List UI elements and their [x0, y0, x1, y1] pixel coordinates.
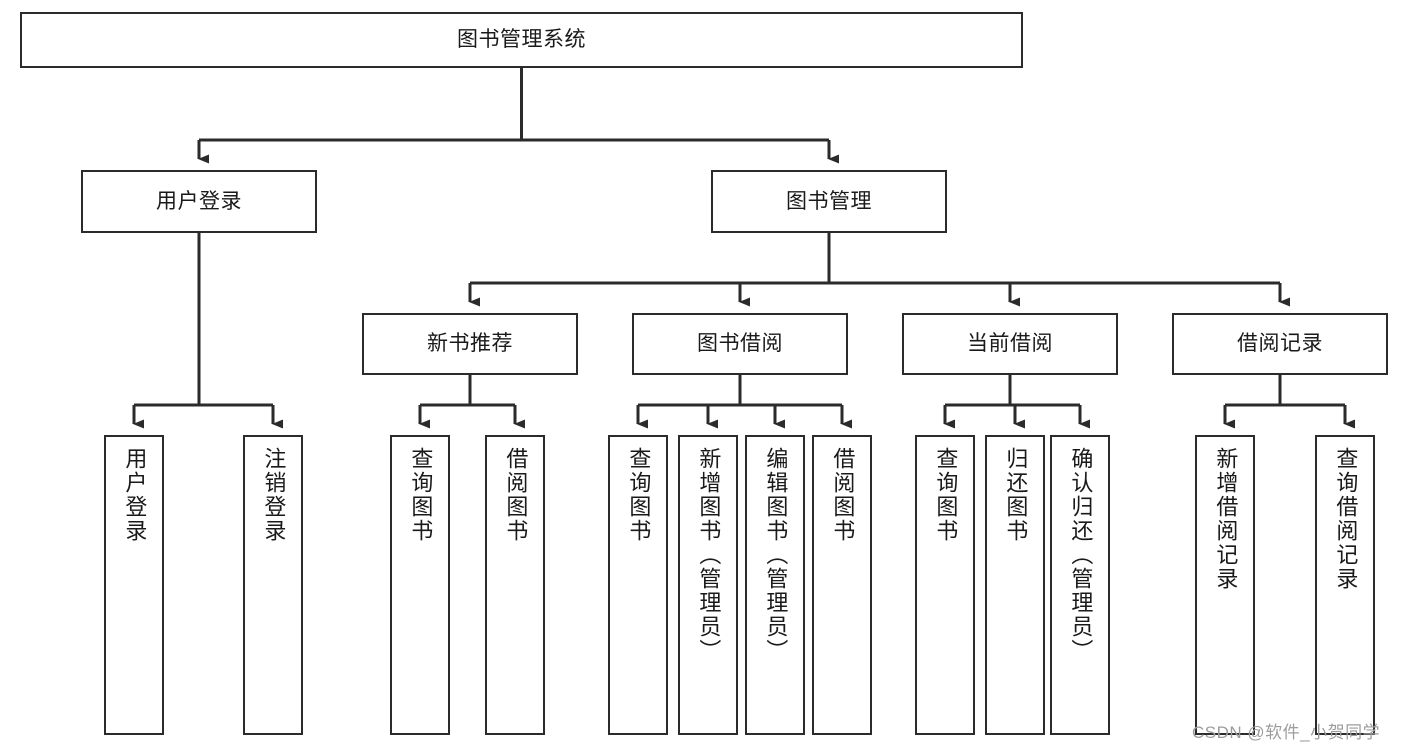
node-label-leaf-borrow-book-2: 借阅图书 — [830, 447, 856, 543]
node-root: 图书管理系统 — [20, 12, 1023, 68]
node-leaf-query-record: 查询借阅记录 — [1315, 435, 1375, 735]
node-label-book-borrow: 图书借阅 — [697, 332, 783, 356]
node-leaf-query-book-2: 查询图书 — [608, 435, 668, 735]
node-book-borrow: 图书借阅 — [632, 313, 848, 375]
node-leaf-borrow-book-1: 借阅图书 — [485, 435, 545, 735]
node-leaf-borrow-book-2: 借阅图书 — [812, 435, 872, 735]
node-label-leaf-confirm-return: 确认归还（管理员） — [1068, 447, 1094, 663]
node-label-current-borrow: 当前借阅 — [967, 332, 1053, 356]
node-label-user-login: 用户登录 — [156, 189, 242, 213]
node-leaf-add-record: 新增借阅记录 — [1195, 435, 1255, 735]
node-user-login: 用户登录 — [81, 170, 317, 233]
node-leaf-return-book: 归还图书 — [985, 435, 1045, 735]
node-label-root: 图书管理系统 — [457, 28, 586, 52]
node-label-new-book-rec: 新书推荐 — [427, 332, 513, 356]
node-label-borrow-record: 借阅记录 — [1237, 332, 1323, 356]
node-label-leaf-query-book-2: 查询图书 — [626, 447, 652, 543]
node-leaf-confirm-return: 确认归还（管理员） — [1050, 435, 1110, 735]
node-label-leaf-borrow-book-1: 借阅图书 — [503, 447, 529, 543]
csdn-watermark: CSDN @软件_小贺同学 — [1192, 723, 1381, 742]
node-book-manage: 图书管理 — [711, 170, 947, 233]
node-label-leaf-add-book: 新增图书（管理员） — [696, 447, 722, 663]
node-label-leaf-logout: 注销登录 — [261, 447, 287, 543]
node-label-leaf-return-book: 归还图书 — [1003, 447, 1029, 543]
node-label-leaf-add-record: 新增借阅记录 — [1213, 447, 1239, 591]
node-current-borrow: 当前借阅 — [902, 313, 1118, 375]
node-label-leaf-query-book-1: 查询图书 — [408, 447, 434, 543]
node-leaf-logout: 注销登录 — [243, 435, 303, 735]
node-leaf-user-login: 用户登录 — [104, 435, 164, 735]
node-label-book-manage: 图书管理 — [786, 189, 872, 213]
node-label-leaf-edit-book: 编辑图书（管理员） — [763, 447, 789, 663]
node-label-leaf-user-login: 用户登录 — [122, 447, 148, 543]
node-leaf-query-book-1: 查询图书 — [390, 435, 450, 735]
node-label-leaf-query-record: 查询借阅记录 — [1333, 447, 1359, 591]
node-borrow-record: 借阅记录 — [1172, 313, 1388, 375]
node-new-book-rec: 新书推荐 — [362, 313, 578, 375]
node-label-leaf-query-book-3: 查询图书 — [933, 447, 959, 543]
node-leaf-add-book: 新增图书（管理员） — [678, 435, 738, 735]
node-leaf-edit-book: 编辑图书（管理员） — [745, 435, 805, 735]
node-leaf-query-book-3: 查询图书 — [915, 435, 975, 735]
